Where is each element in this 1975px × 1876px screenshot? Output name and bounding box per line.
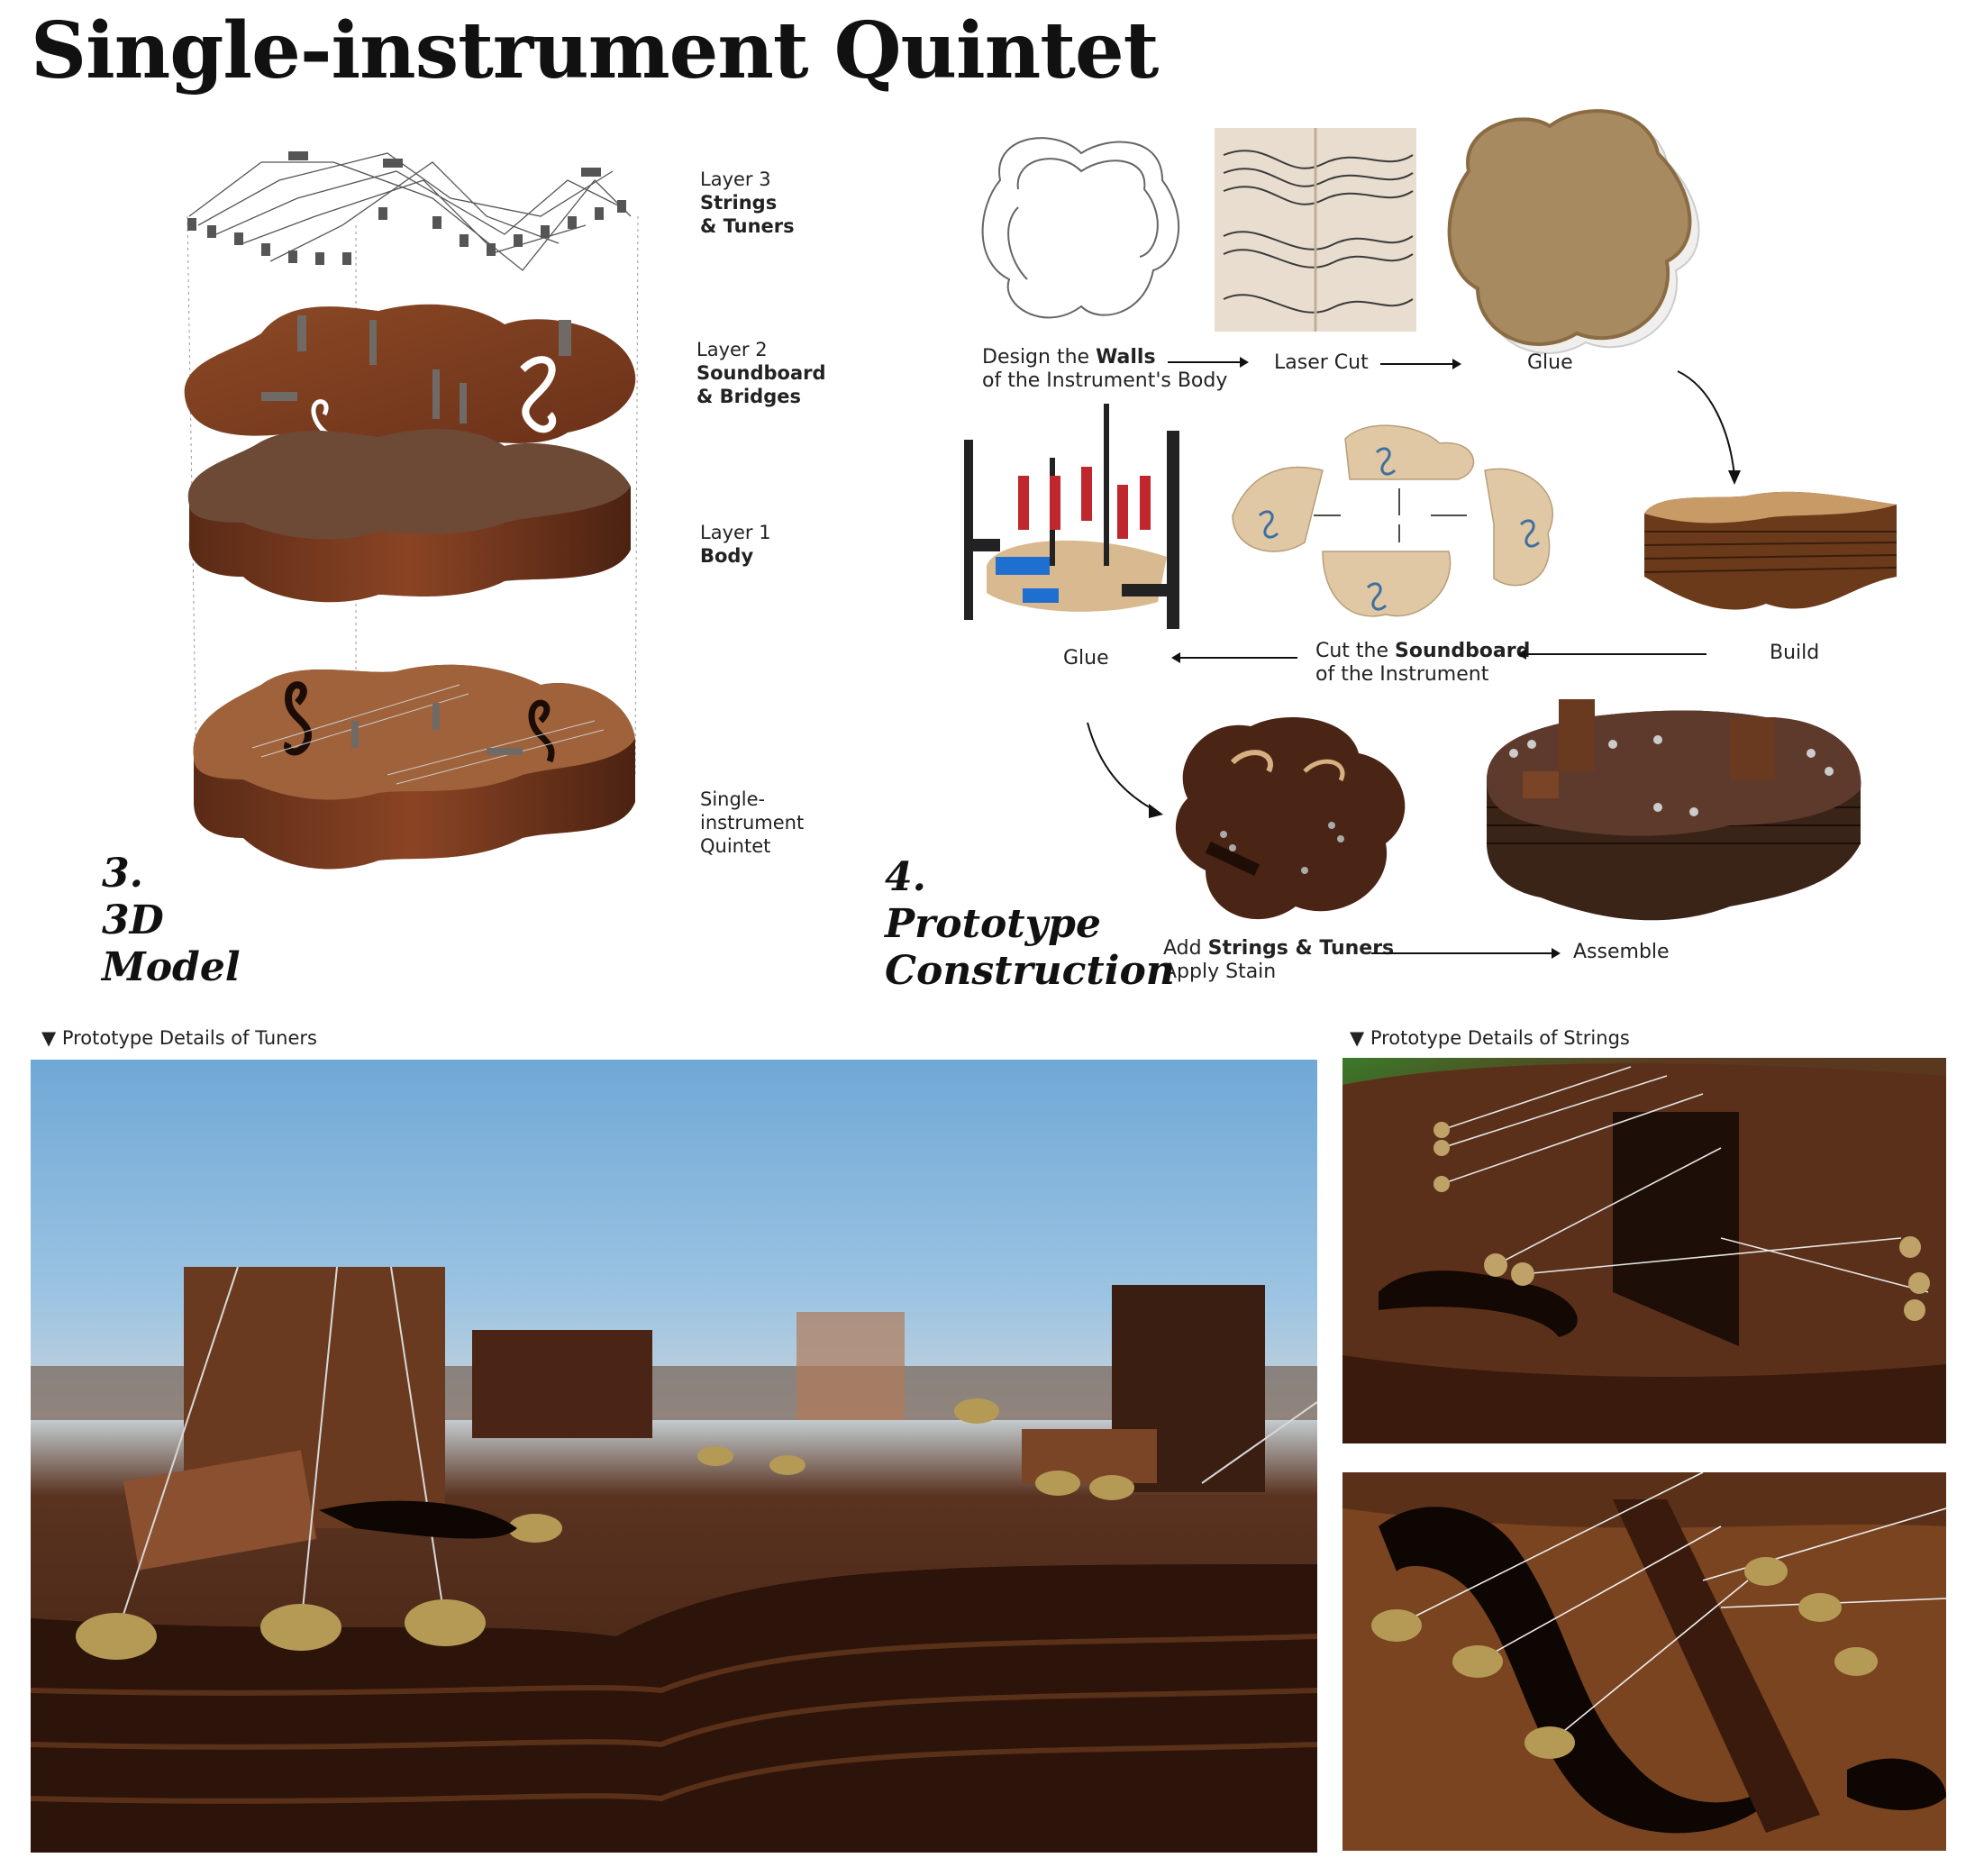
step-glue-top: Glue bbox=[1527, 351, 1573, 374]
built-body-photo bbox=[1640, 487, 1901, 622]
strings-detail-photo-bottom bbox=[1342, 1472, 1946, 1851]
tuners-caption: ▼ Prototype Details of Tuners bbox=[41, 1027, 317, 1049]
arrow-left-icon bbox=[1171, 652, 1297, 663]
glued-walls-photo bbox=[1442, 99, 1712, 369]
assembled-prototype-photo bbox=[1478, 690, 1865, 933]
step-laser-cut: Laser Cut bbox=[1274, 351, 1369, 374]
down-triangle-icon: ▼ bbox=[1350, 1027, 1365, 1049]
design-walls-drawing bbox=[973, 126, 1198, 333]
step-build: Build bbox=[1770, 642, 1820, 664]
strings-caption: ▼ Prototype Details of Strings bbox=[1350, 1027, 1630, 1049]
soundboard-pieces-photo bbox=[1224, 416, 1584, 633]
step-glue-mid: Glue bbox=[1063, 647, 1109, 669]
clamp-glue-photo bbox=[960, 404, 1194, 649]
step-design-walls: Design the Walls of the Instrument's Bod… bbox=[982, 346, 1228, 392]
exploded-model-illustration bbox=[162, 126, 667, 991]
step-add-strings: Add Strings & Tuners Apply Stain bbox=[1163, 937, 1395, 983]
layer3-strings-tuners bbox=[188, 152, 632, 271]
arrow-right-icon bbox=[1380, 359, 1461, 369]
arrow-right-icon bbox=[1168, 357, 1249, 368]
step-cut-soundboard: Cut the Soundboard of the Instrument bbox=[1315, 640, 1531, 686]
arrow-right-icon bbox=[1371, 948, 1561, 959]
layer2-soundboard bbox=[184, 304, 636, 457]
down-triangle-icon: ▼ bbox=[41, 1027, 57, 1049]
step-assemble: Assemble bbox=[1573, 941, 1670, 963]
layer1-body bbox=[187, 429, 631, 603]
arrow-curve-down-icon bbox=[1087, 722, 1163, 818]
tuner-pegs bbox=[187, 151, 626, 265]
section-prototype-heading: 4. Prototype Construction bbox=[885, 854, 1175, 994]
laser-cut-photo bbox=[1215, 128, 1416, 332]
arrow-left-icon bbox=[1517, 649, 1707, 660]
page-title: Single-instrument Quintet bbox=[31, 5, 1159, 96]
strings-detail-photo-top bbox=[1342, 1058, 1946, 1443]
arrow-curve-down-icon bbox=[1677, 370, 1741, 485]
stained-soundboard-photo bbox=[1170, 708, 1413, 933]
assembled-instrument bbox=[193, 664, 636, 870]
section-3d-model-heading: 3. 3D Model bbox=[102, 851, 241, 990]
tuners-detail-photo bbox=[31, 1060, 1317, 1853]
